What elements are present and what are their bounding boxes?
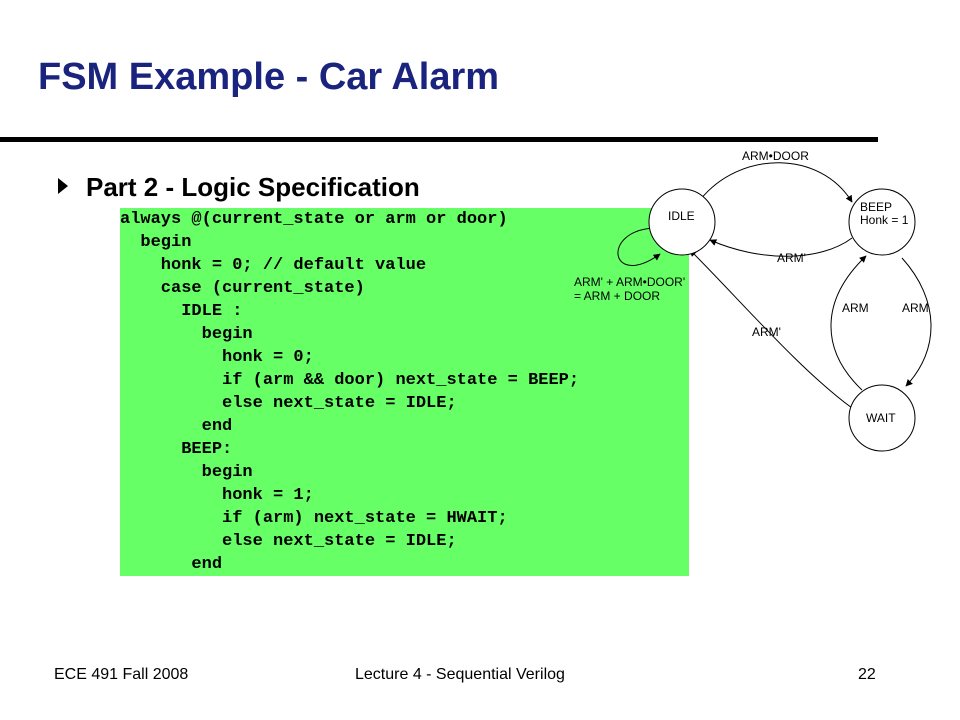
code-line: honk = 0; <box>120 348 314 367</box>
code-block: always @(current_state or arm or door) b… <box>120 208 689 576</box>
code-line: if (arm) next_state = HWAIT; <box>120 509 508 528</box>
bullet-heading: Part 2 - Logic Specification <box>86 172 420 202</box>
code-line: always @(current_state or arm or door) <box>120 210 508 229</box>
code-line: IDLE : <box>120 302 243 321</box>
label-wait-to-beep: ARM <box>842 301 869 315</box>
title-divider <box>0 137 878 142</box>
code-line: else next_state = IDLE; <box>120 394 457 413</box>
code-line: end <box>120 417 233 436</box>
arc-beep-to-wait <box>901 257 932 387</box>
label-idle-self-line2: = ARM + DOOR <box>574 289 660 303</box>
label-idle-self-line1: ARM' + ARM•DOOR' <box>574 275 685 289</box>
footer-lecture-title: Lecture 4 - Sequential Verilog <box>355 666 565 683</box>
label-beep-to-wait: ARM <box>902 301 929 315</box>
state-idle-label: IDLE <box>668 209 695 223</box>
arc-wait-to-idle <box>689 249 853 409</box>
arc-idle-self-loop <box>617 227 661 266</box>
slide-title: FSM Example - Car Alarm <box>38 56 500 98</box>
label-idle-to-beep: ARM•DOOR <box>742 149 809 163</box>
state-idle-circle <box>648 188 716 256</box>
code-line: else next_state = IDLE; <box>120 532 457 551</box>
state-wait-circle <box>848 384 916 452</box>
arc-idle-to-beep <box>699 162 853 203</box>
arc-beep-to-idle <box>709 237 853 257</box>
code-line: begin <box>120 463 253 482</box>
code-line: case (current_state) <box>120 279 365 298</box>
code-line: honk = 0; // default value <box>120 256 427 275</box>
state-beep-circle <box>848 188 916 256</box>
arc-wait-to-beep <box>830 255 867 391</box>
label-wait-to-idle: ARM' <box>752 325 781 339</box>
bullet-arrow-icon <box>58 178 68 194</box>
label-beep-to-idle: ARM' <box>777 251 806 265</box>
footer-page-number: 22 <box>858 666 876 683</box>
code-line: begin <box>120 233 192 252</box>
state-beep-output: Honk = 1 <box>860 213 909 227</box>
code-line: begin <box>120 325 253 344</box>
footer-course: ECE 491 Fall 2008 <box>54 666 189 683</box>
state-beep-label: BEEP <box>860 200 892 214</box>
code-line: honk = 1; <box>120 486 314 505</box>
code-line: end <box>120 555 223 574</box>
state-wait-label: WAIT <box>866 411 896 425</box>
code-line: if (arm && door) next_state = BEEP; <box>120 371 580 390</box>
code-line: BEEP: <box>120 440 233 459</box>
